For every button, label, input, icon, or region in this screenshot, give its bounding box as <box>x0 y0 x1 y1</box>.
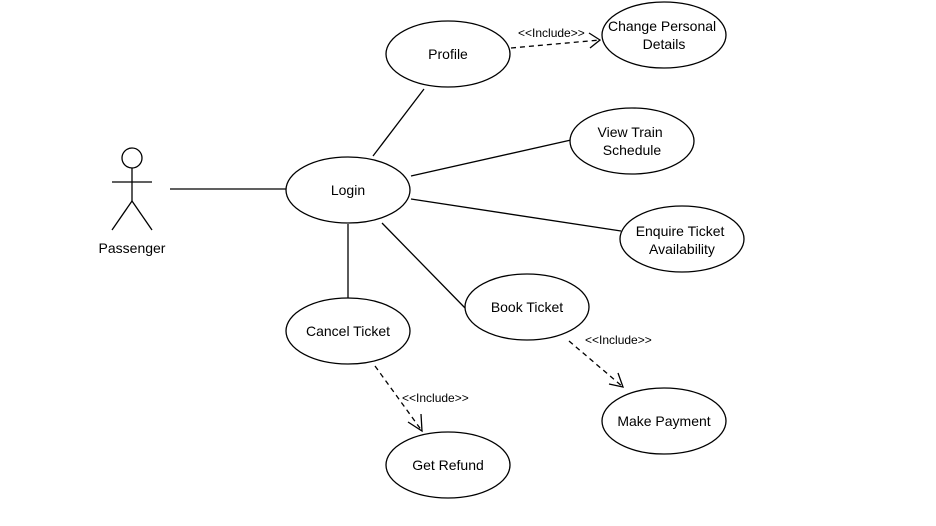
use-case-change-personal-details[interactable]: Change Personal Details <box>601 1 727 69</box>
use-case-profile-label: Profile <box>428 46 468 62</box>
include-cancel-ticket-get-refund-arrowhead <box>407 413 423 433</box>
use-case-make-payment-label: Make Payment <box>617 413 710 429</box>
use-case-change-personal-details-shape <box>601 1 727 69</box>
include-label-profile-change-details: <<Include>> <box>518 26 585 40</box>
include-profile-change-details-arrowhead <box>588 32 602 49</box>
include-book-ticket-make-payment-arrowhead <box>608 372 625 388</box>
actor-head <box>121 147 143 169</box>
actor-right-leg <box>131 200 153 231</box>
use-case-view-train-schedule[interactable]: View Train Schedule <box>569 107 695 175</box>
actor-left-leg <box>111 200 133 231</box>
include-cancel-ticket-get-refund-line <box>374 365 423 432</box>
association-login-view-train-schedule <box>410 139 572 177</box>
use-case-book-ticket-shape <box>464 273 590 341</box>
use-case-cancel-ticket[interactable]: Cancel Ticket <box>285 297 411 365</box>
use-case-enquire-ticket-availability[interactable]: Enquire Ticket Availability <box>619 205 745 273</box>
use-case-cancel-ticket-shape <box>285 297 411 365</box>
include-label-book-ticket-make-payment: <<Include>> <box>585 333 652 347</box>
use-case-view-train-schedule-label: View Train Schedule <box>598 124 667 158</box>
use-case-get-refund-shape <box>385 431 511 499</box>
use-case-login-shape <box>285 156 411 224</box>
use-case-change-personal-details-label: Change Personal Details <box>608 18 720 52</box>
use-case-login[interactable]: Login <box>285 156 411 224</box>
use-case-book-ticket-label: Book Ticket <box>491 299 563 315</box>
change-personal-details-line-1: Change Personal <box>608 18 716 34</box>
use-case-make-payment[interactable]: Make Payment <box>601 387 727 455</box>
include-profile-change-details-line <box>510 39 601 49</box>
use-case-cancel-ticket-label: Cancel Ticket <box>306 323 390 339</box>
association-login-book-ticket <box>381 222 468 311</box>
include-book-ticket-make-payment-line <box>568 340 624 388</box>
use-case-get-refund-label: Get Refund <box>412 457 484 473</box>
view-train-schedule-line-2: Schedule <box>603 142 662 158</box>
use-case-profile-shape <box>385 20 511 88</box>
association-login-enquire-ticket-availability <box>410 198 622 232</box>
passenger-actor: Passenger <box>99 147 166 256</box>
include-label-cancel-ticket-get-refund: <<Include>> <box>402 391 469 405</box>
change-personal-details-line-2: Details <box>643 36 686 52</box>
view-train-schedule-line-1: View Train <box>598 124 663 140</box>
use-case-enquire-ticket-availability-shape <box>619 205 745 273</box>
enquire-ticket-availability-line-1: Enquire Ticket <box>636 223 725 239</box>
use-case-book-ticket[interactable]: Book Ticket <box>464 273 590 341</box>
association-login-profile <box>372 88 425 157</box>
enquire-ticket-availability-line-2: Availability <box>649 241 715 257</box>
actor-label: Passenger <box>99 240 166 256</box>
use-case-profile[interactable]: Profile <box>385 20 511 88</box>
use-case-make-payment-shape <box>601 387 727 455</box>
use-case-get-refund[interactable]: Get Refund <box>385 431 511 499</box>
use-case-enquire-ticket-availability-label: Enquire Ticket Availability <box>636 223 729 257</box>
use-case-view-train-schedule-shape <box>569 107 695 175</box>
use-case-login-label: Login <box>331 182 365 198</box>
